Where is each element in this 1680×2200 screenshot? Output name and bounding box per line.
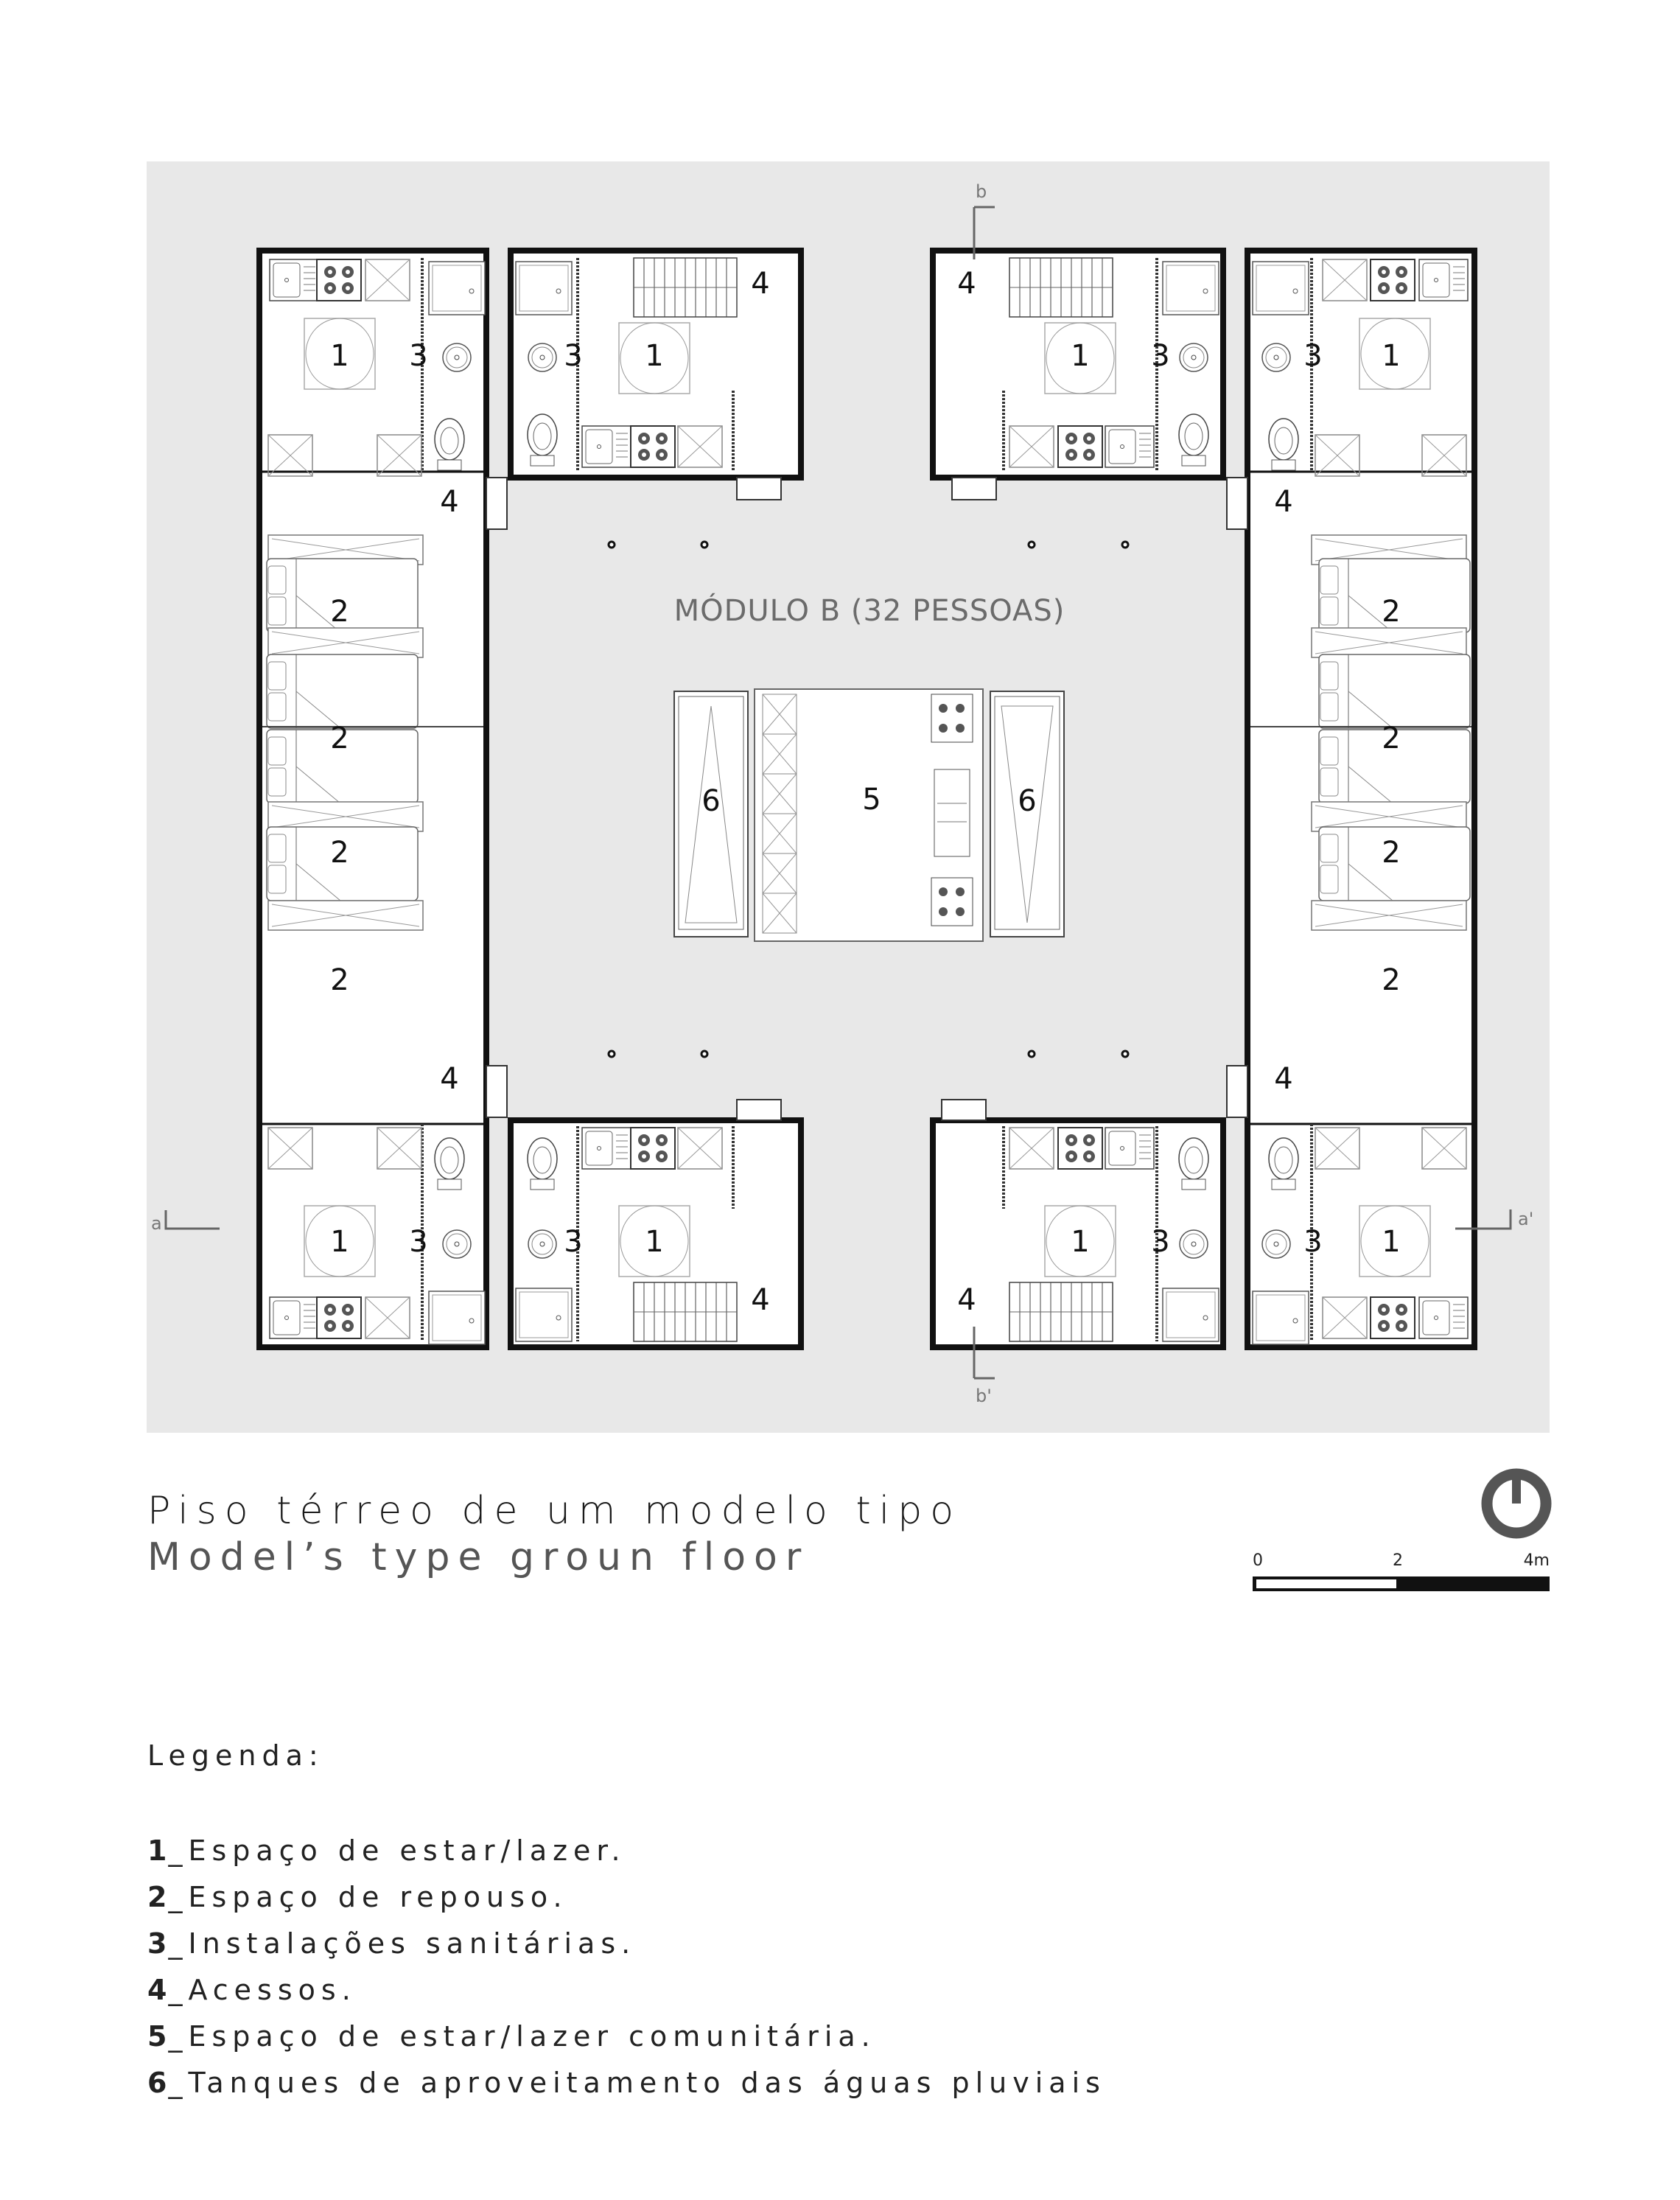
svg-text:3: 3	[1151, 1225, 1169, 1259]
module-top-left	[508, 248, 804, 500]
svg-text:4: 4	[1274, 485, 1292, 519]
scale-bar: 0 2 4m	[1253, 1551, 1550, 1591]
legend-heading: Legenda:	[147, 1739, 324, 1772]
title-english: Model’s type groun floor	[147, 1535, 810, 1579]
section-labels: a a' b b'	[151, 181, 1533, 1406]
svg-text:3: 3	[409, 1225, 427, 1259]
legend-item: 3_Instalações sanitárias.	[147, 1927, 637, 1960]
module-top-right	[930, 248, 1226, 500]
svg-text:5: 5	[862, 783, 881, 817]
svg-text:4: 4	[440, 485, 458, 519]
community-block	[673, 688, 1065, 942]
module-bottom-left	[508, 1099, 804, 1350]
svg-text:2: 2	[330, 722, 349, 755]
legend-item: 6_Tanques de aproveitamento das águas pl…	[147, 2067, 1106, 2099]
svg-text:1: 1	[645, 339, 663, 373]
section-markers	[164, 206, 1512, 1380]
legend-list: 1_Espaço de estar/lazer. 2_Espaço de rep…	[147, 1828, 1106, 2106]
svg-text:4: 4	[957, 267, 976, 301]
svg-text:b': b'	[976, 1386, 992, 1406]
right-wing	[1226, 248, 1477, 1350]
svg-text:4: 4	[440, 1062, 458, 1096]
legend-item: 4_Acessos.	[147, 1974, 357, 2006]
svg-text:a: a	[151, 1213, 162, 1234]
svg-text:2: 2	[1382, 595, 1400, 629]
svg-text:2: 2	[1382, 836, 1400, 870]
svg-text:2: 2	[330, 595, 349, 629]
courtyard-columns	[607, 540, 1130, 1058]
floor-plan-drawing: MÓDULO B (32 PESSOAS) 1 3 4 2 2 2 2 4 1 …	[151, 181, 1533, 1406]
room-labels: 1 3 4 2 2 2 2 4 1 3 3 1 4 3 1 4 1 3 4 1 …	[330, 267, 1400, 1317]
north-arrow-icon	[1481, 1468, 1552, 1539]
legend-item: 2_Espaço de repouso.	[147, 1881, 568, 1913]
scale-bar-graphic	[1253, 1576, 1550, 1591]
scale-label-0: 0	[1253, 1551, 1263, 1570]
svg-text:6: 6	[701, 784, 720, 818]
legend-item: 5_Espaço de estar/lazer comunitária.	[147, 2020, 876, 2053]
svg-text:3: 3	[1151, 339, 1169, 373]
svg-text:3: 3	[1303, 339, 1322, 373]
svg-text:2: 2	[1382, 722, 1400, 755]
svg-text:1: 1	[645, 1225, 663, 1259]
svg-text:4: 4	[1274, 1062, 1292, 1096]
title-portuguese: Piso térreo de um modelo tipo	[147, 1489, 962, 1533]
svg-text:a': a'	[1518, 1209, 1533, 1229]
module-bottom-right	[930, 1099, 1226, 1350]
svg-text:3: 3	[409, 339, 427, 373]
svg-text:4: 4	[957, 1283, 976, 1317]
svg-text:2: 2	[1382, 963, 1400, 997]
svg-text:4: 4	[751, 1283, 769, 1317]
svg-text:6: 6	[1018, 784, 1036, 818]
svg-text:3: 3	[564, 1225, 582, 1259]
svg-text:2: 2	[330, 836, 349, 870]
svg-text:1: 1	[1382, 1225, 1400, 1259]
legend-item: 1_Espaço de estar/lazer.	[147, 1834, 626, 1867]
svg-text:1: 1	[1071, 1225, 1089, 1259]
svg-text:2: 2	[330, 963, 349, 997]
left-wing	[256, 248, 508, 1350]
scale-label-4m: 4m	[1523, 1551, 1550, 1570]
svg-text:b: b	[976, 181, 987, 202]
svg-text:1: 1	[330, 1225, 349, 1259]
module-label: MÓDULO B (32 PESSOAS)	[674, 593, 1065, 628]
svg-text:3: 3	[1303, 1225, 1322, 1259]
svg-text:1: 1	[1071, 339, 1089, 373]
svg-text:3: 3	[564, 339, 582, 373]
scale-label-2: 2	[1393, 1551, 1403, 1570]
svg-text:1: 1	[330, 339, 349, 373]
svg-text:1: 1	[1382, 339, 1400, 373]
svg-text:4: 4	[751, 267, 769, 301]
